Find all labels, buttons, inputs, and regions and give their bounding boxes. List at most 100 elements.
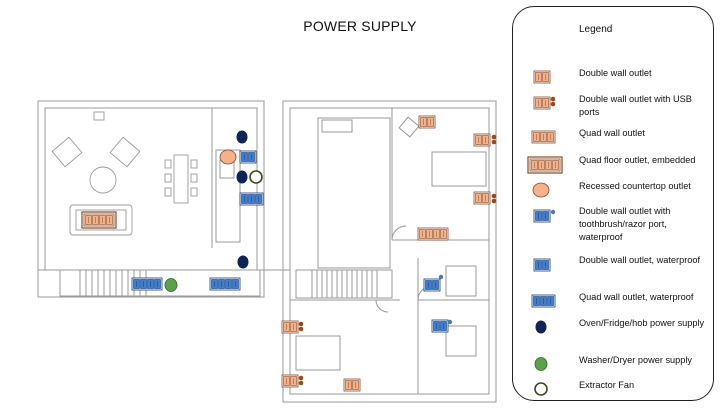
- legend-waterproof-outlet: [533, 209, 551, 223]
- legend-item-double-wp: Double wall outlet, waterproof: [513, 254, 713, 284]
- waterproof-double-outlet: [239, 150, 257, 164]
- quad-wall-outlet: [417, 227, 449, 241]
- double-outlet-usb-icon: [533, 96, 556, 110]
- right-inner-wall: [289, 107, 490, 395]
- legend-label: Double wall outlet, waterproof: [579, 255, 701, 265]
- shower-tray: [445, 265, 477, 297]
- stair-block: [295, 269, 393, 299]
- dining-table: [173, 154, 189, 204]
- legend-title: Legend: [579, 24, 613, 35]
- razor-port-icon: [550, 209, 556, 215]
- usb-port-icon: [491, 134, 497, 140]
- left-inner-wall: [44, 107, 258, 271]
- legend-label: Double wall outlet with toothbrush/razor…: [579, 206, 671, 242]
- legend-quad-outlet: [531, 130, 556, 144]
- extractor-fan-icon: [534, 382, 548, 396]
- recessed-countertop-outlet-icon: [532, 182, 550, 198]
- legend-panel: Legend Double wall outlet Double wall ou…: [512, 6, 714, 401]
- door-swing: [391, 225, 407, 241]
- legend-label: Double wall outlet: [579, 68, 652, 78]
- bed-right: [431, 151, 487, 187]
- legend-double-outlet: [533, 96, 551, 110]
- usb-port-icon: [491, 193, 497, 199]
- legend-label: Washer/Dryer power supply: [579, 355, 693, 365]
- waterproof-quad-outlet: [131, 277, 163, 291]
- waterproof-quad-outlet: [209, 277, 241, 291]
- appliance-supply-icon: [237, 255, 249, 269]
- furniture: [51, 111, 198, 236]
- shower-tray: [445, 325, 477, 357]
- legend-label: Double wall outlet with USB ports: [579, 94, 692, 117]
- legend-double-outlet: [533, 70, 551, 84]
- walls: [37, 100, 497, 403]
- recessed-countertop-outlet-icon: [219, 149, 237, 165]
- quad-wall-outlet-icon: [531, 130, 556, 144]
- usb-port-icon: [298, 321, 304, 327]
- double-wall-outlet-usb: [473, 191, 491, 205]
- dining-chair: [190, 159, 198, 169]
- waterproof-double-outlet-icon: [533, 258, 551, 272]
- legend-waterproof-outlet: [533, 258, 551, 272]
- left-outer-wall: [37, 100, 265, 298]
- usb-port-icon: [298, 375, 304, 381]
- legend-item-double-razor: Double wall outlet with toothbrush/razor…: [513, 205, 713, 242]
- legend-item-recessed: Recessed countertop outlet: [513, 180, 713, 210]
- razor-port-icon: [438, 274, 444, 280]
- pillow: [321, 119, 353, 133]
- floor-outlet-border: [81, 211, 117, 229]
- legend-appliance-dot: [535, 320, 547, 334]
- bed-bottom: [295, 335, 341, 371]
- dining-chair: [164, 187, 172, 197]
- plant-pot: [93, 111, 105, 121]
- waterproof-quad-outlet: [239, 192, 264, 206]
- double-wall-outlet: [418, 115, 436, 129]
- legend-item-quad: Quad wall outlet: [513, 127, 713, 157]
- dining-chair: [190, 187, 198, 197]
- waterproof-double-outlet: [423, 278, 441, 292]
- left-lower-strip: [59, 269, 261, 297]
- legend-label: Quad floor outlet, embedded: [579, 155, 696, 165]
- appliance-supply-icon: [236, 130, 248, 144]
- washer-supply-icon: [534, 357, 548, 371]
- floor-outlet-border: [527, 156, 563, 174]
- quad-floor-outlet: [83, 213, 115, 227]
- extractor-fan-icon: [534, 382, 548, 396]
- bed-large: [317, 117, 391, 269]
- legend-item-fan: Extractor Fan: [513, 379, 713, 409]
- door-swing: [375, 299, 389, 313]
- razor-port-icon: [447, 319, 453, 325]
- armchair: [109, 136, 141, 168]
- legend-label: Recessed countertop outlet: [579, 181, 691, 191]
- dining-chair: [164, 159, 172, 169]
- legend-item-quad-wp: Quad wall outlet, waterproof: [513, 291, 713, 321]
- appliance-supply-icon: [236, 170, 248, 184]
- legend-waterproof-quad-outlet: [531, 294, 556, 308]
- coffee-table: [89, 166, 117, 194]
- double-wall-outlet-icon: [533, 70, 551, 84]
- double-wall-outlet-usb: [281, 374, 299, 388]
- legend-item-quad-floor: Quad floor outlet, embedded: [513, 154, 713, 184]
- diagram-title: POWER SUPPLY: [303, 18, 417, 34]
- armchair: [51, 136, 83, 168]
- dining-chair: [164, 173, 172, 183]
- waterproof-quad-outlet-icon: [531, 294, 556, 308]
- outlets: [81, 115, 497, 392]
- usb-port-icon: [491, 139, 497, 145]
- appliance-supply-icon: [535, 320, 547, 334]
- quad-floor-outlet-icon: [527, 156, 563, 174]
- double-wall-outlet-usb: [473, 133, 491, 147]
- legend-label: Quad wall outlet, waterproof: [579, 292, 694, 302]
- recessed-countertop-outlet-icon: [532, 182, 550, 198]
- legend-item-washer: Washer/Dryer power supply: [513, 354, 713, 384]
- legend-item-oven: Oven/Fridge/hob power supply: [513, 317, 713, 347]
- washer-supply-icon: [534, 357, 548, 371]
- usb-port-icon: [298, 380, 304, 386]
- washer-supply-icon: [164, 278, 178, 292]
- legend-label: Extractor Fan: [579, 380, 635, 390]
- legend-item-double: Double wall outlet: [513, 67, 713, 97]
- right-outer-wall: [282, 100, 497, 403]
- usb-port-icon: [491, 198, 497, 204]
- usb-port-icon: [298, 326, 304, 332]
